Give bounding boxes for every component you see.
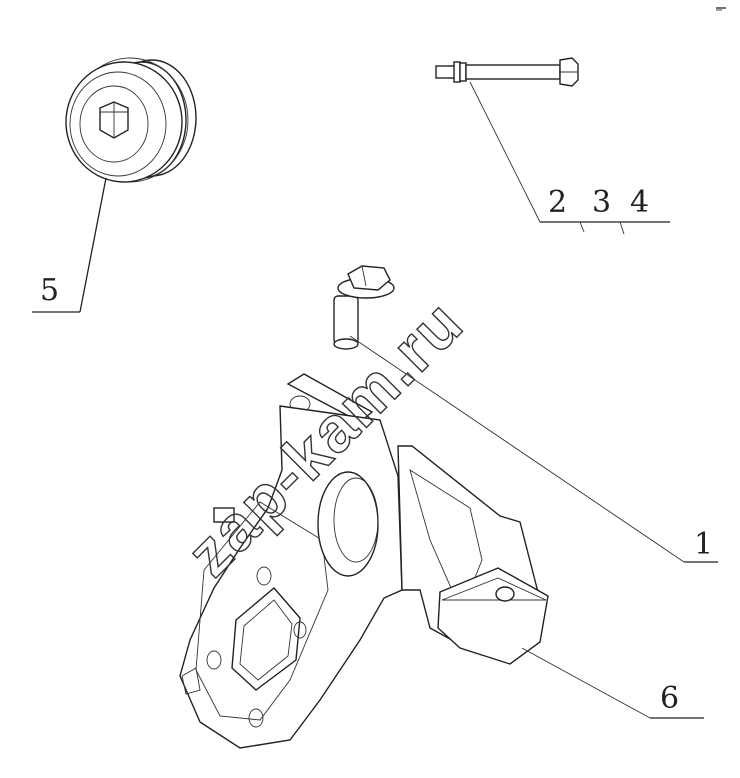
pulley-part-5 (65, 57, 197, 183)
bolt-part-2-3-4 (435, 57, 579, 87)
leader-lines (32, 81, 718, 719)
callout-6: 6 (660, 681, 679, 716)
flanged-bolt-part-1 (333, 265, 395, 350)
callout-2: 2 (548, 185, 567, 220)
bracket-part-6 (179, 373, 549, 749)
callout-3: 3 (592, 185, 611, 220)
callout-5: 5 (40, 273, 59, 308)
corner-mark (716, 7, 726, 11)
callout-1: 1 (694, 527, 713, 562)
callout-4: 4 (630, 185, 649, 220)
